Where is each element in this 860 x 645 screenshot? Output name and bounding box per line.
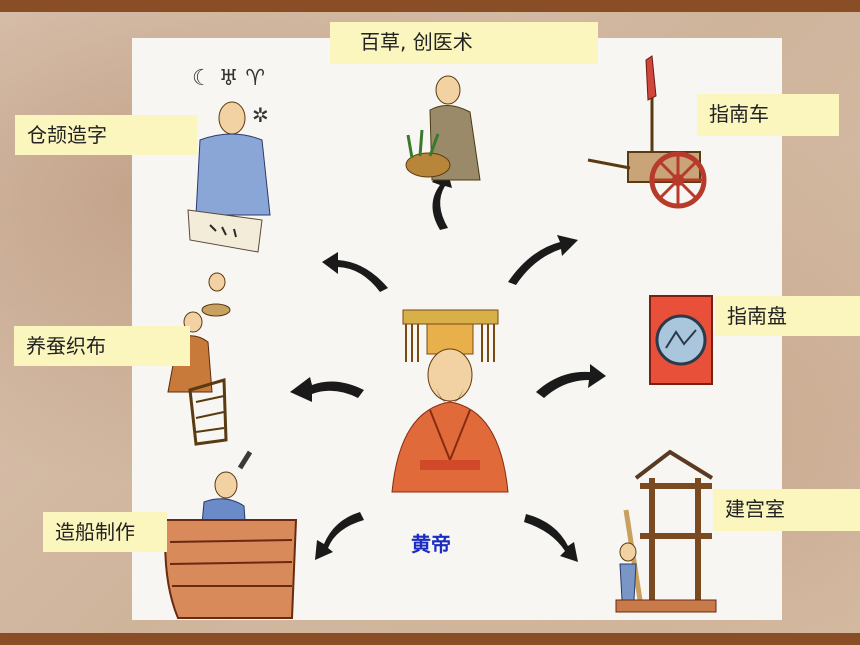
compass-figure bbox=[649, 295, 713, 385]
label-compass: 指南盘 bbox=[715, 296, 860, 336]
emperor-figure bbox=[391, 309, 509, 493]
shipbuilder-figure bbox=[164, 450, 298, 619]
palace-construction-figure bbox=[615, 449, 717, 613]
cangjie-figure: ☾ ♅ ♈ ✲ bbox=[187, 66, 271, 253]
bottom-border-bar bbox=[0, 633, 860, 645]
label-shipbuilding: 造船制作 bbox=[43, 512, 167, 552]
label-yellow-emperor: 黄帝 bbox=[411, 532, 451, 556]
herbalist-figure bbox=[405, 75, 481, 181]
label-chariot: 指南车 bbox=[697, 94, 839, 136]
label-palace: 建宫室 bbox=[713, 489, 860, 531]
svg-text:☾ ♅ ♈: ☾ ♅ ♈ bbox=[192, 66, 265, 91]
arrows bbox=[290, 165, 606, 562]
top-border-bar bbox=[0, 0, 860, 12]
svg-text:✲: ✲ bbox=[252, 103, 269, 127]
label-writing: 仓颉造字 bbox=[15, 115, 197, 155]
label-weaving: 养蚕织布 bbox=[14, 326, 190, 366]
chariot-figure bbox=[587, 55, 707, 209]
label-medicine: 百草, 创医术 bbox=[330, 22, 598, 64]
